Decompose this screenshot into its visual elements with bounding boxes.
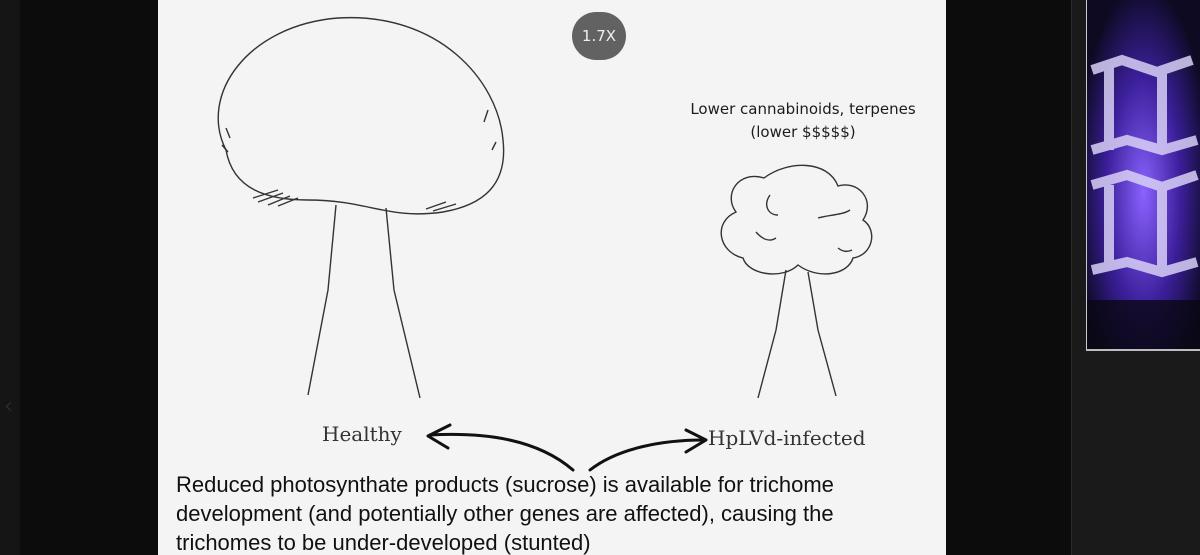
- healthy-trichome-drawing: [218, 18, 503, 398]
- chevron-left-icon[interactable]: ‹: [4, 392, 14, 422]
- infected-label: HpLVd-infected: [708, 426, 866, 450]
- lower-cannabinoids-caption: Lower cannabinoids, terpenes (lower $$$$…: [658, 98, 946, 144]
- arrow-to-healthy: [430, 434, 573, 470]
- infected-trichome-drawing: [721, 165, 872, 398]
- body-line-2: development (and potentially other genes…: [176, 499, 936, 528]
- caption-line-2: (lower $$$$$): [658, 121, 946, 144]
- arrows: [428, 425, 706, 470]
- healthy-label: Healthy: [322, 422, 402, 446]
- presentation-slide: Lower cannabinoids, terpenes (lower $$$$…: [158, 0, 946, 555]
- webcam-scene: [1087, 0, 1200, 350]
- playback-speed-badge[interactable]: 1.7X: [572, 12, 626, 60]
- body-line-3: trichomes to be under-developed (stunted…: [176, 528, 936, 555]
- caption-line-1: Lower cannabinoids, terpenes: [658, 98, 946, 121]
- arrow-to-infected: [590, 440, 703, 470]
- left-sidebar-strip: ‹: [0, 0, 20, 555]
- webcam-thumbnail[interactable]: [1087, 0, 1200, 350]
- webcam-bottom-border: [1086, 349, 1200, 351]
- slide-body-text: Reduced photosynthate products (sucrose)…: [176, 470, 936, 555]
- body-line-1: Reduced photosynthate products (sucrose)…: [176, 470, 936, 499]
